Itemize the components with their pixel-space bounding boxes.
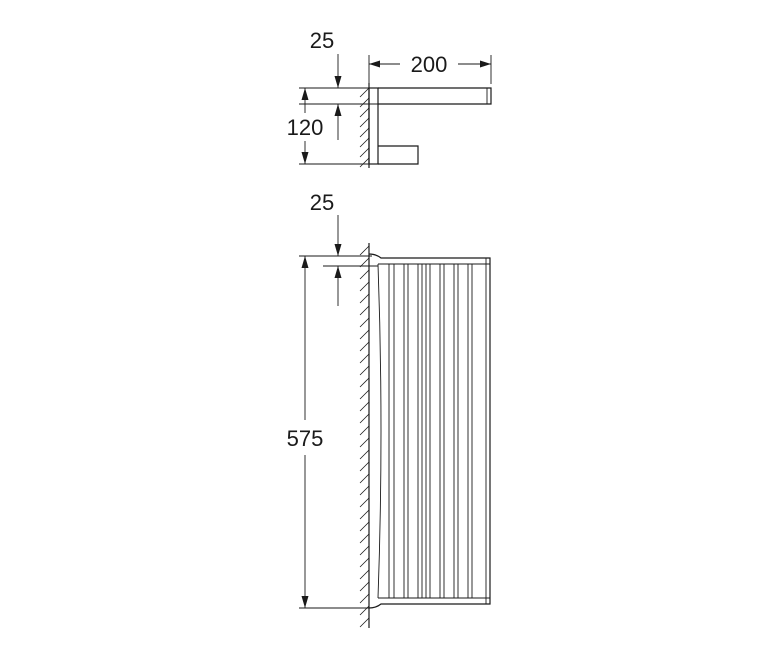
top-shelf-bar: [378, 87, 492, 105]
top-mount-bracket: [368, 87, 379, 165]
front-view: 25 575: [287, 190, 491, 628]
top-shelf-foot: [378, 145, 419, 165]
shelf-slats: [377, 263, 473, 599]
front-shelf-outline: [368, 253, 491, 609]
dim-25-top-label: 25: [310, 28, 334, 53]
dim-575-label: 575: [287, 426, 324, 451]
top-view: 200 25 120: [287, 28, 492, 168]
top-wall-hatching: [359, 87, 370, 168]
dim-200-label: 200: [411, 52, 448, 77]
dim-120-label: 120: [287, 115, 324, 140]
dim-25-front-label: 25: [310, 190, 334, 215]
front-wall-hatching: [359, 245, 370, 628]
